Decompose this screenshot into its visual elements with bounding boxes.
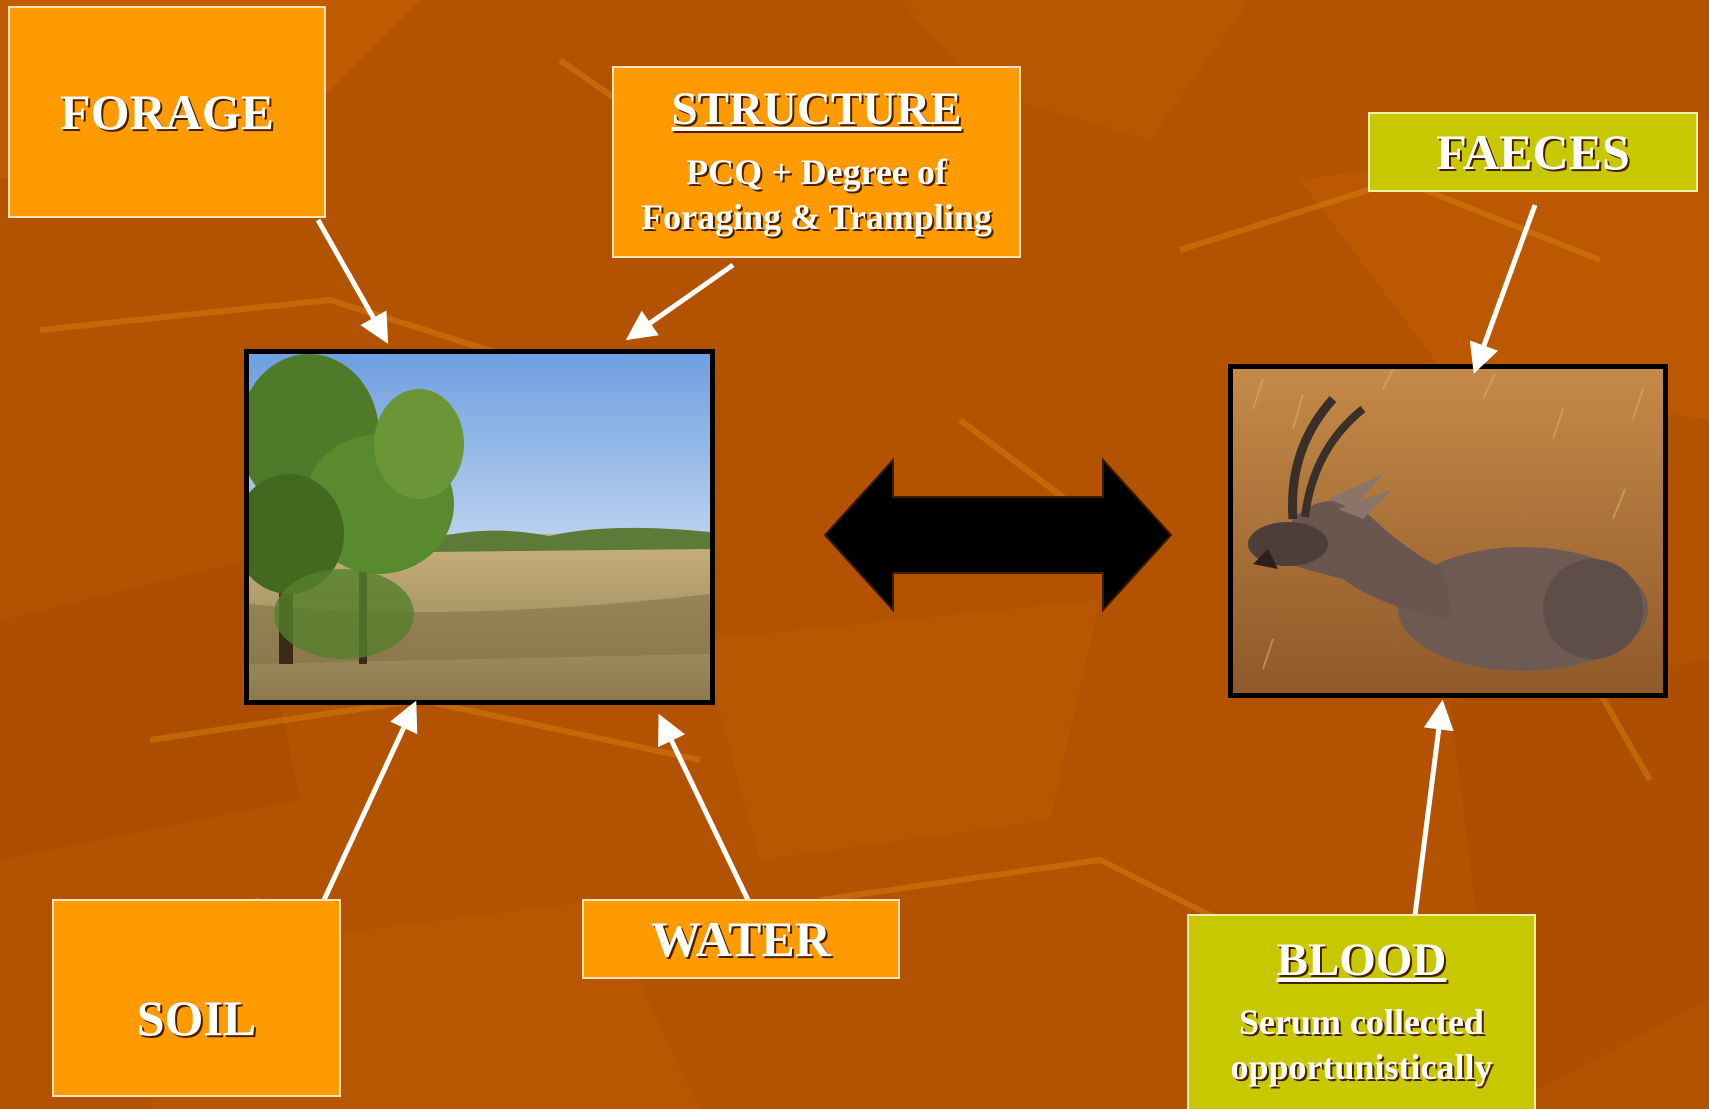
faeces-label: FAECES <box>1436 123 1630 180</box>
faeces-box: FAECES <box>1368 112 1698 192</box>
blood-box: BLOOD Serum collected opportunistically <box>1187 914 1536 1109</box>
water-label: WATER <box>651 910 831 967</box>
structure-title: STRUCTURE <box>671 83 962 136</box>
forage-box: FORAGE <box>8 6 326 218</box>
structure-description-line-2: Foraging & Trampling <box>641 196 992 237</box>
water-box: WATER <box>582 899 900 979</box>
structure-description: PCQ + Degree of Foraging & Trampling <box>641 150 992 240</box>
structure-description-line-1: PCQ + Degree of <box>686 151 947 192</box>
blood-description-line-1: Serum collected <box>1239 1002 1484 1043</box>
blood-description: Serum collected opportunistically <box>1230 1000 1492 1090</box>
blood-title: BLOOD <box>1276 933 1447 986</box>
forage-label: FORAGE <box>60 83 274 140</box>
soil-label: SOIL <box>136 989 257 1046</box>
roan-antelope-photo <box>1228 364 1668 698</box>
soil-box: SOIL <box>52 899 341 1097</box>
blood-description-line-2: opportunistically <box>1230 1047 1493 1088</box>
habitat-photo <box>244 349 715 705</box>
structure-box: STRUCTURE PCQ + Degree of Foraging & Tra… <box>612 66 1021 258</box>
